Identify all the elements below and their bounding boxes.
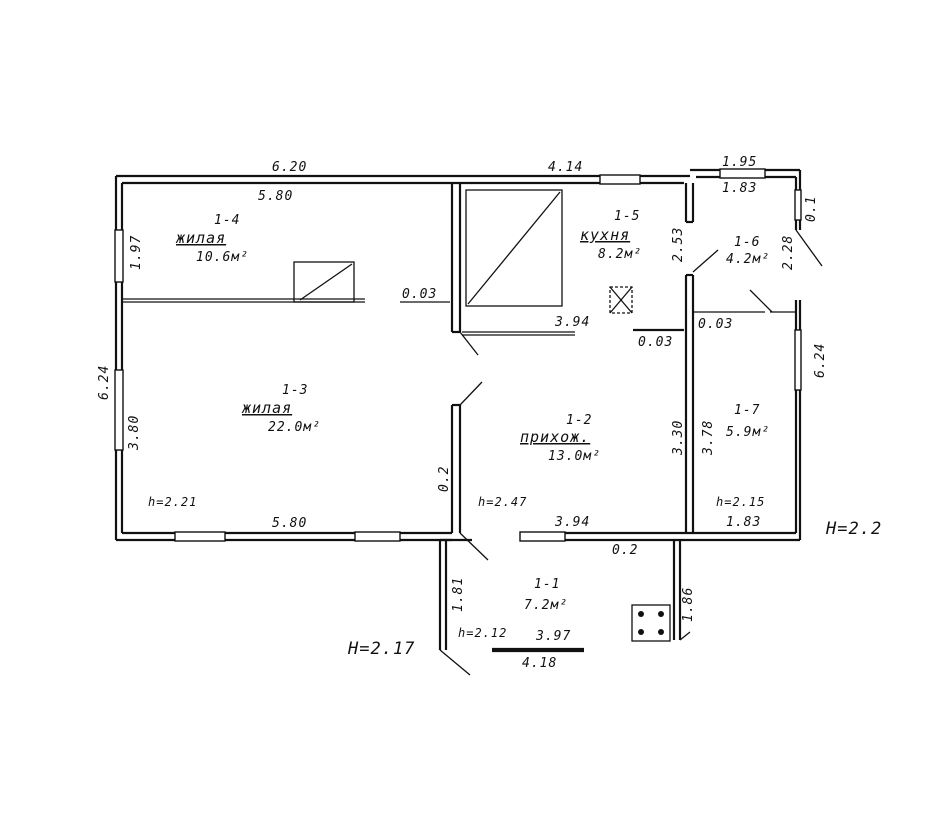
room-1-5-name: кухня [580,226,630,244]
dim-hall-bottom: 3.94 [554,515,590,530]
gas-stove-icon [631,604,671,642]
room-1-6-id: 1-6 [734,235,760,250]
dim-room17-bottom: 1.83 [726,515,761,530]
dim-top-left-outer: 6.20 [272,160,307,175]
exterior-heights: H=2.2 H=2.17 [347,519,882,659]
room-labels: 1-1 7.2м² h=2.12 1-2 прихож. 13.0м² h=2.… [148,209,770,640]
windows [114,168,802,542]
room-1-7-id: 1-7 [734,403,760,418]
ventilation-icon [609,286,633,314]
room-1-3-name: жилая [241,399,292,417]
dim-top-right-inner: 1.83 [722,181,757,196]
dim-kitchen-bottom: 3.94 [554,315,590,330]
dim-room14-side: 1.97 [129,235,144,270]
room-1-2-area: 13.0м² [548,449,601,464]
dim-room17-side: 3.78 [701,420,716,456]
dim-room16-height: 2.28 [781,235,796,270]
porch-walls [438,538,691,676]
room-1-1-id: 1-1 [534,577,560,592]
room-1-3-height: h=2.21 [148,495,197,509]
room-1-4-name: жилая [175,229,226,247]
room-1-7-area: 5.9м² [726,425,770,440]
room-1-1-height: h=2.12 [458,626,507,640]
dim-partition-3: 0.03 [698,317,733,332]
dimension-labels: 6.20 5.80 4.14 1.95 1.83 0.1 2.28 2.53 6… [97,155,828,671]
dim-kitchen-height: 2.53 [671,227,686,262]
dim-porch-outer: 4.18 [522,656,557,671]
room-1-2-name: прихож. [520,428,590,446]
exterior-height-right: H=2.2 [825,519,882,539]
dim-top-left-inner: 5.80 [258,189,293,204]
dim-partition-1: 0.03 [402,287,437,302]
room-1-2-id: 1-2 [566,413,592,428]
dim-top-mid: 4.14 [548,160,583,175]
room-1-3-id: 1-3 [282,383,308,398]
room-1-5-id: 1-5 [614,209,640,224]
dim-left-outer: 6.24 [97,365,112,400]
dim-room13-side: 3.80 [127,415,142,451]
dim-hall-right: 3.30 [671,420,686,456]
dim-porch-inner: 3.97 [535,629,571,644]
exterior-height-left: H=2.17 [347,639,415,659]
room-1-1-area: 7.2м² [524,598,568,613]
dim-right-outer: 6.24 [813,343,828,378]
room-1-4-id: 1-4 [214,213,240,228]
room-1-3-area: 22.0м² [268,420,321,435]
room-1-7-height: h=2.15 [716,495,765,509]
dim-porch-right: 1.86 [681,587,696,622]
partitions [122,183,823,561]
room-1-4-area: 10.6м² [196,250,249,265]
oven-icon [465,189,563,307]
dim-top-right-outer: 1.95 [722,155,757,170]
dim-room13-bottom: 5.80 [272,516,307,531]
dim-wall-mid: 0.2 [437,466,452,492]
dim-right-top-small: 0.1 [804,196,819,222]
dim-wall-bottom: 0.2 [612,543,638,558]
dim-porch-left: 1.81 [451,577,466,612]
room-1-6-area: 4.2м² [726,252,770,267]
room-1-5-area: 8.2м² [598,247,642,262]
dim-partition-2: 0.03 [638,335,673,350]
room-1-2-height: h=2.47 [478,495,527,509]
stove-icon [293,261,355,303]
